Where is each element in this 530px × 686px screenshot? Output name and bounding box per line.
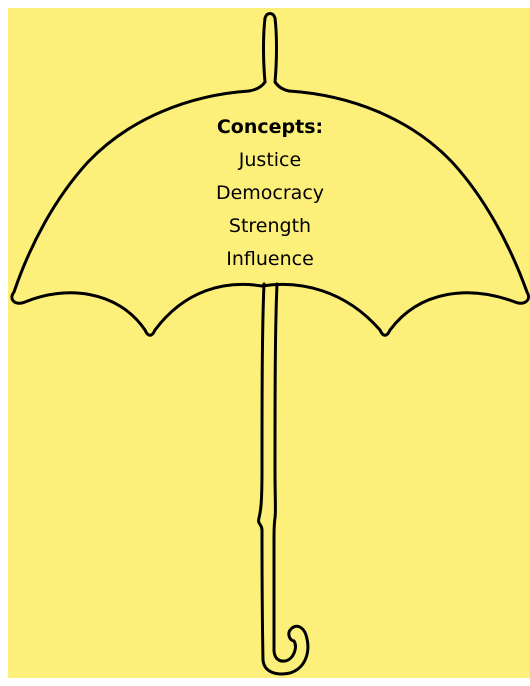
yellow-background (8, 8, 530, 678)
concept-item: Strength (228, 215, 312, 237)
concepts-list: Concepts: Justice Democracy Strength Inf… (170, 112, 370, 277)
umbrella-handle (261, 624, 310, 676)
umbrella-shaft (257, 282, 266, 662)
concepts-heading: Concepts: (216, 116, 324, 138)
concept-item: Justice (238, 149, 302, 171)
concept-item: Democracy (215, 182, 325, 204)
umbrella-scallops (23, 282, 517, 337)
umbrella-canopy (10, 89, 251, 305)
concept-item: Influence (226, 248, 314, 270)
umbrella-tip (262, 12, 291, 93)
